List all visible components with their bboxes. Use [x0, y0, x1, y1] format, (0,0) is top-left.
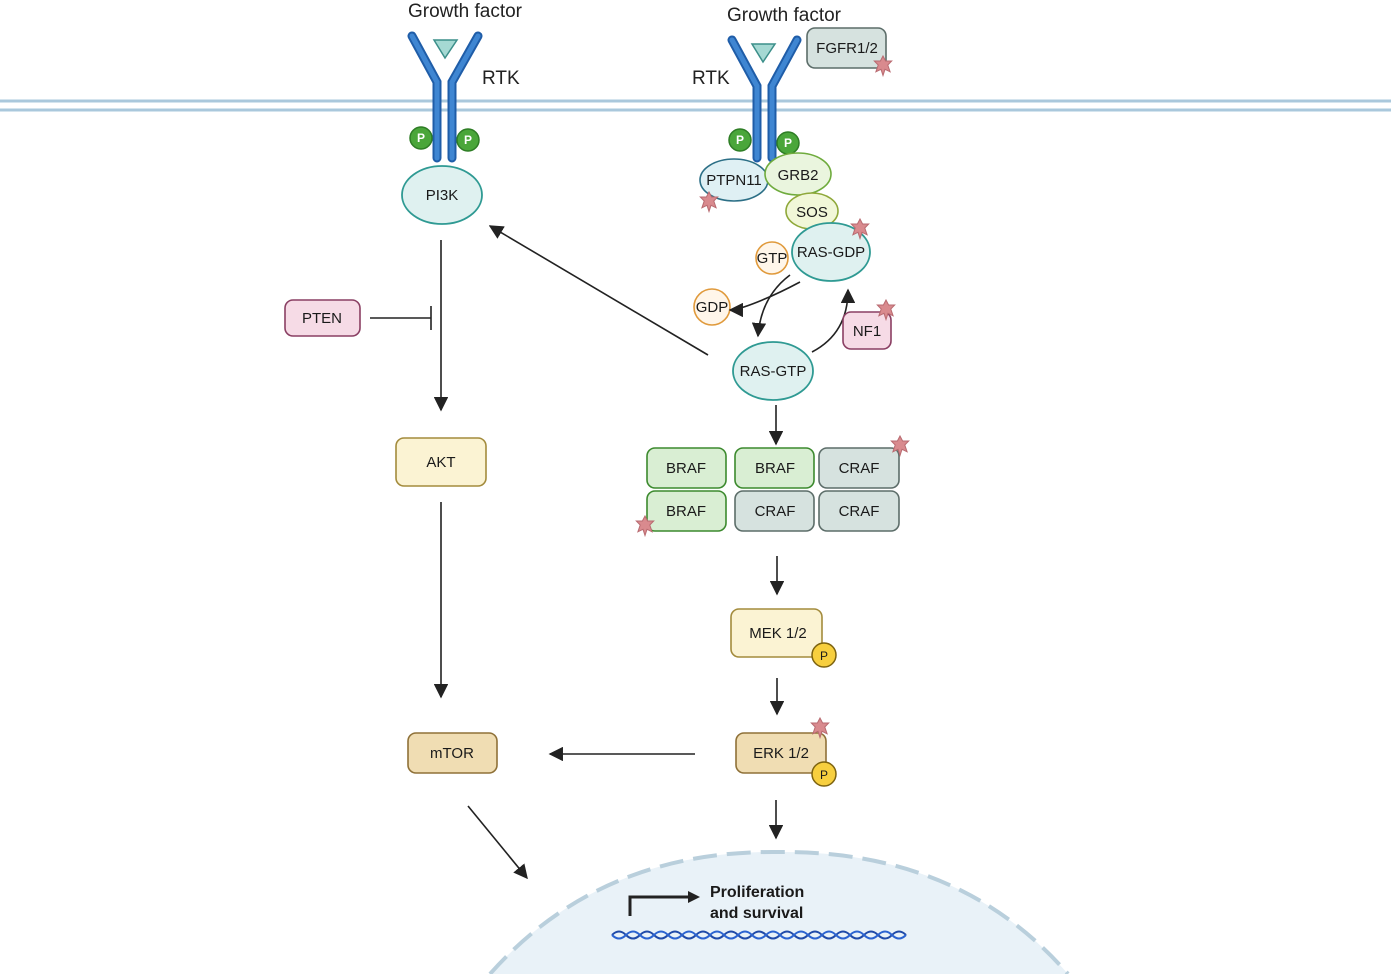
rtk-left: Growth factor RTK P P — [407, 1, 523, 163]
phospho-right-1 — [728, 128, 752, 152]
inhibition-pten — [370, 306, 432, 330]
mek-node: MEK 1/2 P — [730, 608, 837, 668]
growth-factor-right-label: Growth factor — [727, 5, 842, 26]
svg-text:PTPN11: PTPN11 — [706, 172, 762, 189]
rtk-right-label: RTK — [692, 68, 730, 89]
growth-factor-left-label: Growth factor — [408, 1, 523, 22]
fgfr-label: FGFR1/2 — [816, 40, 878, 57]
svg-text:BRAF: BRAF — [755, 460, 795, 477]
raf-cell — [646, 490, 727, 532]
svg-text:P: P — [820, 649, 828, 663]
arrow-to-gdp — [728, 281, 801, 318]
svg-text:PTEN: PTEN — [302, 310, 342, 327]
svg-text:P: P — [736, 133, 744, 147]
svg-text:P: P — [820, 768, 828, 782]
svg-text:AKT: AKT — [426, 454, 455, 471]
outcome-line1: Proliferation — [710, 884, 804, 901]
sos-node: SOS — [785, 192, 839, 230]
raf-cell — [818, 490, 900, 532]
dna-icon — [611, 930, 907, 940]
arrow-gtp-hydrolysis — [811, 288, 856, 353]
svg-text:GDP: GDP — [696, 299, 729, 316]
phospho-left-2 — [456, 128, 480, 152]
raf-cell — [734, 490, 815, 532]
arrow-ras-pi3k — [488, 225, 709, 356]
svg-text:SOS: SOS — [796, 204, 828, 221]
svg-text:PI3K: PI3K — [426, 187, 459, 204]
growth-factor-left-icon — [432, 39, 459, 60]
rtk-right: Growth factor RTK FGFR1/2 P P — [692, 5, 893, 163]
nf1-node: NF1 — [842, 299, 896, 350]
svg-text:GTP: GTP — [757, 250, 788, 267]
growth-factor-right-icon — [750, 43, 777, 64]
svg-text:RAS-GTP: RAS-GTP — [740, 363, 807, 380]
grb2-node: GRB2 — [764, 152, 832, 196]
akt-node: AKT — [395, 437, 487, 487]
svg-text:P: P — [784, 136, 792, 150]
svg-text:P: P — [464, 133, 472, 147]
ptpn11-node: PTPN11 — [699, 158, 769, 212]
gdp-node: GDP — [693, 288, 731, 326]
svg-text:CRAF: CRAF — [839, 460, 880, 477]
svg-text:mTOR: mTOR — [430, 745, 474, 762]
transcription-arrow-icon — [628, 891, 700, 916]
raf-cell — [734, 447, 815, 489]
arrow-gdp-to-gtp — [751, 274, 791, 338]
cell-membrane — [0, 99, 1391, 112]
ras-gdp-node: RAS-GDP — [791, 218, 871, 282]
svg-text:GRB2: GRB2 — [778, 167, 819, 184]
svg-text:BRAF: BRAF — [666, 460, 706, 477]
gtp-node: GTP — [755, 241, 789, 275]
ras-gtp-node: RAS-GTP — [732, 341, 814, 401]
svg-text:CRAF: CRAF — [755, 503, 796, 520]
raf-cell — [646, 447, 727, 489]
nucleus — [488, 849, 1070, 974]
rtk-left-label: RTK — [482, 68, 520, 89]
pi3k-node: PI3K — [401, 165, 483, 225]
svg-text:P: P — [417, 131, 425, 145]
pten-node: PTEN — [284, 299, 361, 337]
outcome-line2: and survival — [710, 905, 803, 922]
mtor-node: mTOR — [407, 732, 498, 774]
svg-text:MEK 1/2: MEK 1/2 — [749, 625, 807, 642]
svg-text:NF1: NF1 — [853, 323, 881, 340]
raf-cell — [818, 447, 900, 489]
svg-text:BRAF: BRAF — [666, 503, 706, 520]
svg-text:RAS-GDP: RAS-GDP — [797, 244, 865, 261]
raf-dimer-grid: BRAF BRAF CRAF BRAF CRAF CRAF — [635, 435, 910, 536]
erk-node: ERK 1/2 P — [735, 717, 837, 787]
svg-text:CRAF: CRAF — [839, 503, 880, 520]
svg-text:ERK 1/2: ERK 1/2 — [753, 745, 809, 762]
arrow-mtor-nucleus — [467, 805, 528, 880]
phospho-left-1 — [409, 126, 433, 150]
fgfr-box — [806, 27, 887, 69]
